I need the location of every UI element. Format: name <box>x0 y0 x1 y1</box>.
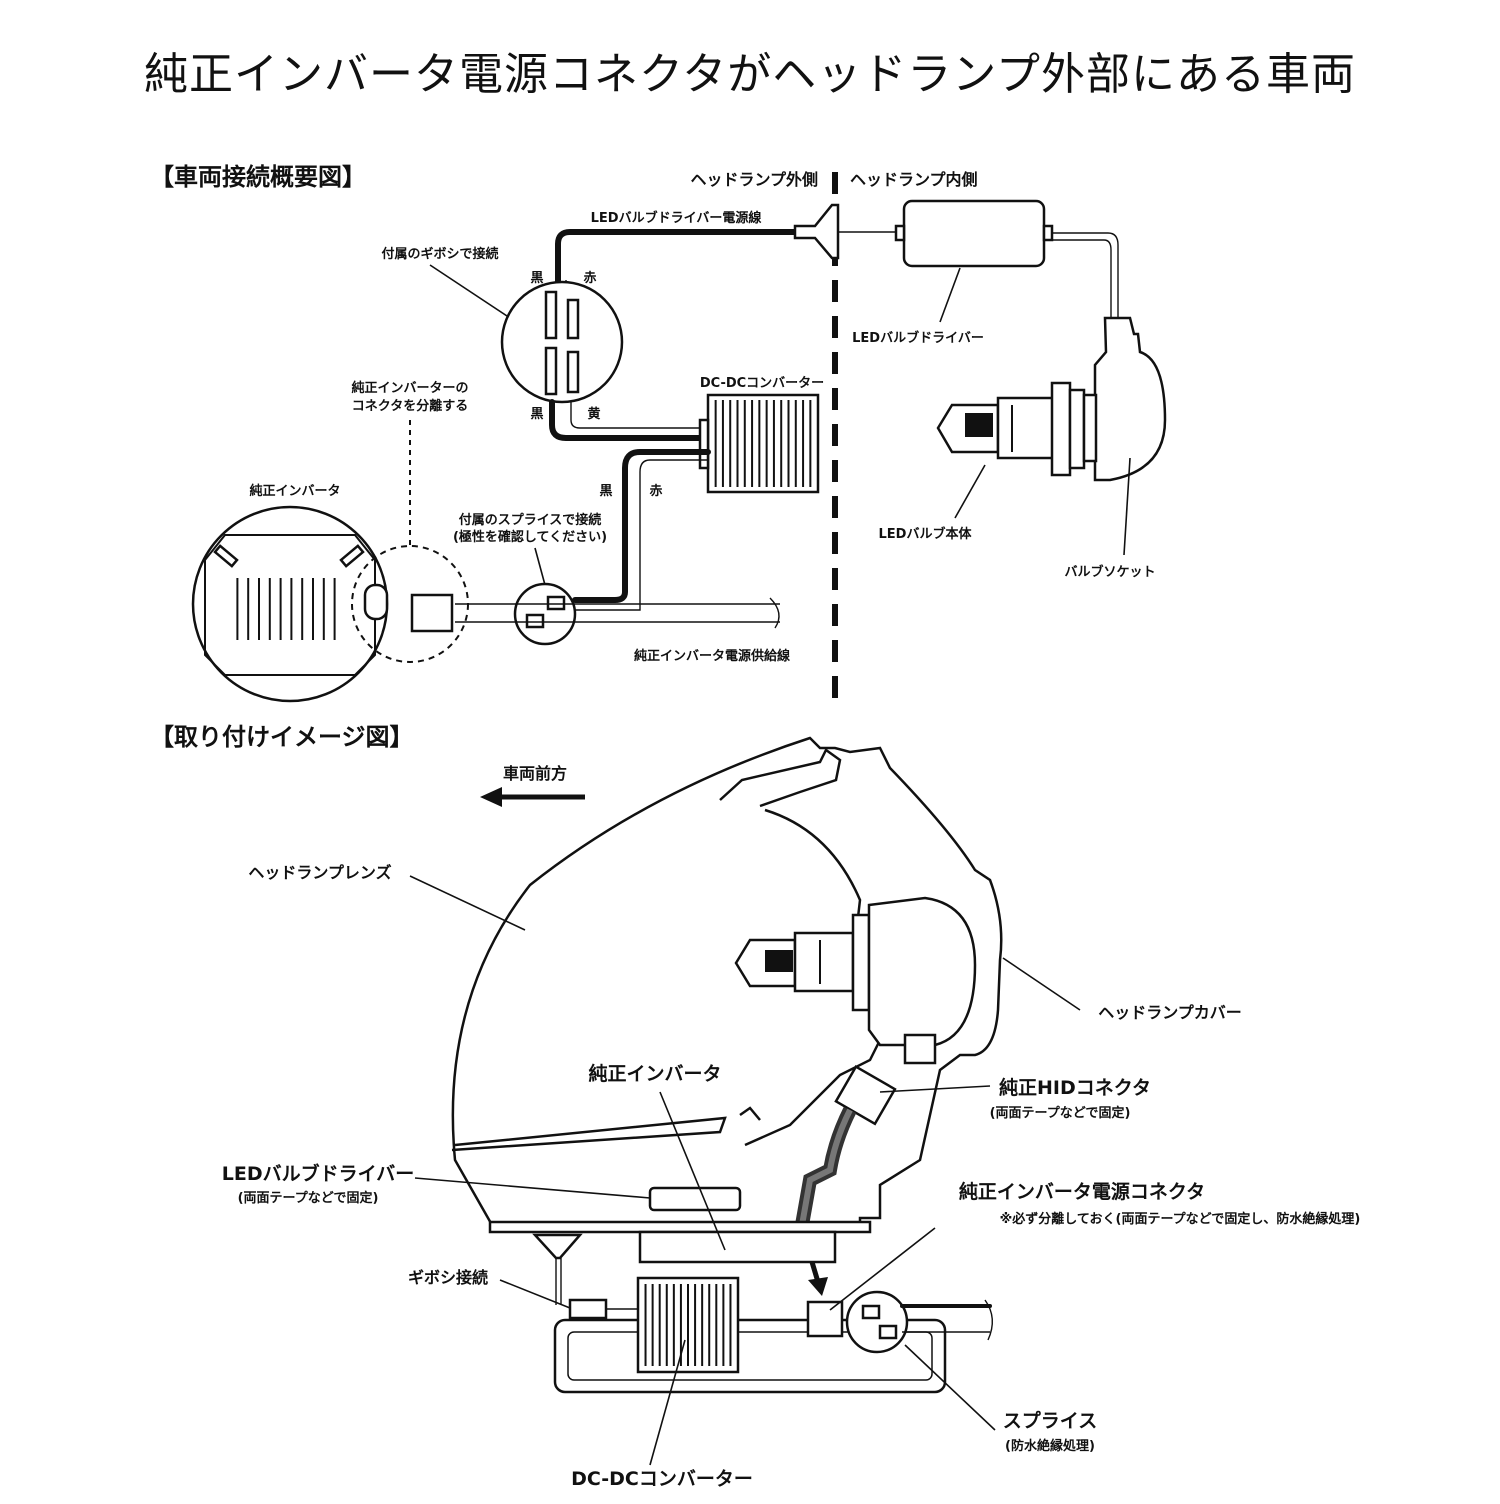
lens-label: ヘッドランプレンズ <box>248 863 391 882</box>
splice-label-1: 付属のスプライスで接続 <box>459 512 602 528</box>
bulb-socket-icon <box>1093 316 1167 482</box>
splice-install-note: (防水絶縁処理) <box>1005 1438 1095 1454</box>
installed-inverter-box <box>638 1230 837 1264</box>
driver-label: LEDバルブドライバー <box>852 330 984 346</box>
driver-power-wire <box>555 229 798 391</box>
install-dcdc-label: DC-DCコンバーター <box>571 1468 753 1490</box>
page-title: 純正インバータ電源コネクタがヘッドランプ外部にある車両 <box>144 49 1356 100</box>
outside-label: ヘッドランプ外側 <box>690 170 818 189</box>
splice-label-2: (極性を確認してください) <box>453 529 607 545</box>
base-plate <box>488 1220 872 1234</box>
hid-note: (両面テープなどで固定) <box>990 1105 1131 1121</box>
supply-label: 純正インバータ電源供給線 <box>634 648 791 664</box>
cover-label: ヘッドランプカバー <box>1098 1003 1242 1022</box>
socket-label: バルブソケット <box>1064 564 1155 580</box>
gibosi-label: 付属のギボシで接続 <box>381 246 498 262</box>
yellow-label: 黄 <box>587 406 600 422</box>
installed-bulb-icon <box>734 896 977 1065</box>
grommet-icon <box>793 203 840 260</box>
led-driver-box <box>894 199 1054 268</box>
dcdc-label: DC-DCコンバーター <box>700 376 824 391</box>
splice-zoom <box>513 582 577 646</box>
install-inverter-label: 純正インバータ <box>588 1062 721 1085</box>
bulb-label: LEDバルブ本体 <box>879 526 973 542</box>
installed-driver-box <box>648 1186 742 1212</box>
separate-label-1: 純正インバーターの <box>351 380 468 396</box>
hid-label: 純正HIDコネクタ <box>999 1076 1151 1099</box>
hid-connector-icon <box>834 1064 897 1126</box>
bottom-grommet-icon <box>532 1233 583 1260</box>
power-wire-label: LEDバルブドライバー電源線 <box>591 210 763 226</box>
dcdc-converter-box <box>698 393 820 494</box>
black-top-label: 黒 <box>530 270 543 286</box>
install-driver-label: LEDバルブドライバー <box>222 1162 414 1185</box>
inside-label: ヘッドランプ内側 <box>850 170 978 189</box>
power-connector-label: 純正インバータ電源コネクタ <box>959 1180 1205 1203</box>
front-label: 車両前方 <box>503 764 567 783</box>
inverter-connector <box>410 593 454 633</box>
black-low-label: 黒 <box>599 483 612 499</box>
led-bulb-icon <box>936 381 1098 477</box>
splice-install-label: スプライス <box>1003 1409 1097 1432</box>
gibosi-joint <box>568 1298 608 1320</box>
red-low-label: 赤 <box>649 483 662 499</box>
installed-splice-zoom <box>845 1290 909 1354</box>
gibosi-connector-zoom <box>500 280 624 404</box>
overview-heading: 【車両接続概要図】 <box>150 163 366 191</box>
gibosi-install-label: ギボシ接続 <box>408 1268 488 1287</box>
installed-power-connector <box>806 1300 844 1338</box>
separate-label-2: コネクタを分離する <box>352 398 468 414</box>
red-top-label: 赤 <box>583 270 596 286</box>
inverter-label: 純正インバータ <box>249 483 340 499</box>
separate-arrow-icon <box>808 1261 828 1296</box>
front-arrow-icon <box>480 787 585 807</box>
power-connector-note: ※必ず分離しておく(両面テープなどで固定し、防水絶縁処理) <box>1000 1211 1361 1227</box>
inverter-zoom <box>191 505 389 703</box>
install-heading: 【取り付けイメージ図】 <box>150 723 414 751</box>
install-driver-note: (両面テープなどで固定) <box>238 1190 379 1206</box>
black-mid-label: 黒 <box>530 406 543 422</box>
connector-zoom-circle <box>351 545 469 663</box>
